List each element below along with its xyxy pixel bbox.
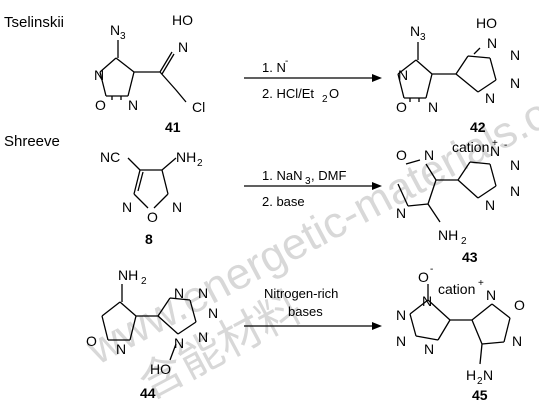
svg-text:HO: HO [150,361,171,377]
svg-text:2: 2 [141,276,147,287]
condition-2-1: 1. NaN [262,168,302,183]
svg-text:O: O [514,297,525,313]
svg-text:Cl: Cl [192,99,205,115]
svg-text:O: O [329,86,339,101]
svg-text:N: N [122,199,132,215]
svg-text:HO: HO [172,12,193,28]
arrow-head-1 [372,74,382,82]
condition-3-2: bases [288,304,323,319]
svg-text:N: N [174,285,184,301]
condition-1-2: 2. HCl/Et [262,86,314,101]
svg-text:N: N [398,67,408,83]
compound-42: N 3 HO N N N N N O N 42 [396,15,520,135]
compound-8: NC NH 2 N O N 8 [100,149,203,247]
arrow-head-3 [372,322,382,330]
svg-text:2: 2 [461,236,467,247]
svg-text:N: N [116,341,126,357]
svg-text:N: N [510,183,520,199]
svg-text:N: N [94,67,104,83]
svg-text:N: N [396,205,406,221]
svg-text:N: N [198,285,208,301]
svg-text:N: N [128,97,138,113]
compound-number-42: 42 [470,119,486,135]
condition-2-2: 2. base [262,194,305,209]
condition-3-1: Nitrogen-rich [264,286,338,301]
compound-number-45: 45 [472,387,488,403]
svg-text:N: N [486,287,496,303]
svg-text:cation: cation [438,281,475,297]
svg-text:N: N [422,293,432,309]
svg-text:N: N [428,99,438,115]
svg-text:N: N [174,335,184,351]
svg-text:2: 2 [477,376,483,387]
arrow-head-2 [372,182,382,190]
svg-text:O: O [396,99,407,115]
svg-text:2: 2 [322,94,328,105]
svg-text:3: 3 [305,176,311,187]
svg-text:H: H [466,367,476,383]
svg-text:-: - [504,140,507,151]
svg-text:-: - [285,56,288,67]
svg-text:O: O [147,209,158,225]
svg-text:O: O [86,333,97,349]
svg-text:-: - [430,264,433,275]
author-shreeve: Shreeve [4,133,60,150]
svg-text:N: N [424,147,434,163]
svg-text:3: 3 [120,31,126,42]
svg-text:N: N [510,47,520,63]
svg-text:cation: cation [452,139,489,155]
svg-text:O: O [418,269,429,285]
svg-text:NH: NH [438,227,458,243]
compound-44: NH 2 O N N N N N N HO 44 [86,267,218,401]
compound-number-44: 44 [140,385,156,401]
svg-text:HO: HO [476,15,497,31]
svg-text:N: N [512,333,522,349]
svg-text:O: O [396,147,407,163]
compound-43: O N N NH 2 cation + N - N N N 43 [396,138,520,265]
svg-text:N: N [424,341,434,357]
author-tselinskii: Tselinskii [4,14,64,31]
svg-text:NH: NH [118,267,138,283]
svg-text:N: N [510,157,520,173]
svg-text:NC: NC [100,149,120,165]
svg-text:+: + [492,138,498,149]
svg-text:+: + [478,278,484,289]
svg-text:N: N [485,197,495,213]
svg-text:N: N [410,23,420,39]
compound-45: O - cation + N N N N N O N H 2 N 45 [396,264,525,403]
svg-text:N: N [396,307,406,323]
svg-text:N: N [485,90,495,106]
svg-text:N: N [178,39,188,55]
svg-text:N: N [487,35,497,51]
svg-text:N: N [198,329,208,345]
svg-text:NH: NH [176,149,196,165]
svg-text:N: N [483,367,493,383]
compound-number-43: 43 [462,249,478,265]
svg-text:N: N [510,75,520,91]
svg-text:N: N [172,199,182,215]
compound-number-41: 41 [165,119,181,135]
compound-number-8: 8 [145,231,153,247]
svg-text:N: N [490,143,500,159]
svg-text:N: N [110,22,120,38]
svg-text:O: O [95,97,106,113]
condition-1-1: 1. N [262,60,286,75]
svg-text:2: 2 [197,158,203,169]
compound-41: N 3 HO N N O N Cl 41 [94,12,205,135]
svg-text:3: 3 [420,32,426,43]
svg-text:N: N [396,333,406,349]
svg-text:, DMF: , DMF [311,168,346,183]
svg-text:N: N [208,305,218,321]
